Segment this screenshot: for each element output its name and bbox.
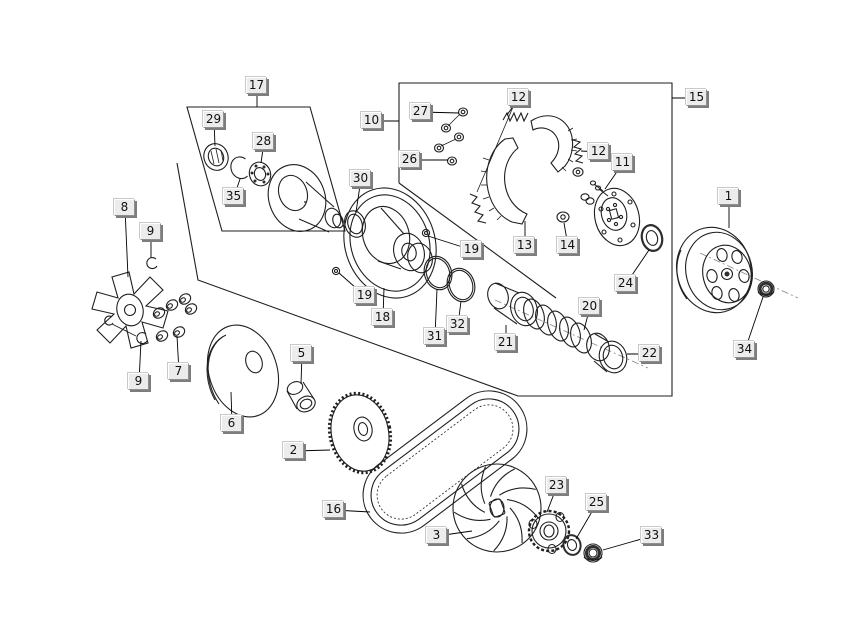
fan-blade xyxy=(466,520,500,540)
group-10-divider xyxy=(398,182,557,299)
callout-6[interactable]: 6 xyxy=(221,415,242,432)
group-15-outline xyxy=(176,82,673,397)
callout-1[interactable]: 1 xyxy=(718,188,739,205)
callout-16[interactable]: 16 xyxy=(323,501,344,518)
fan-blade xyxy=(453,511,491,522)
callout-9[interactable]: 9 xyxy=(128,373,149,390)
clutch-spring-group-drawing xyxy=(487,282,628,374)
callout-23[interactable]: 23 xyxy=(546,477,567,494)
spacer-bushing-5-drawing xyxy=(286,381,316,413)
callout-26[interactable]: 26 xyxy=(399,151,420,168)
callout-20[interactable]: 20 xyxy=(579,298,600,315)
callout-28[interactable]: 28 xyxy=(253,133,274,150)
bearing-24-drawing xyxy=(640,224,664,252)
callout-14[interactable]: 14 xyxy=(557,237,578,254)
callout-3[interactable]: 3 xyxy=(426,527,447,544)
needle-bearing-29-drawing xyxy=(203,143,229,171)
callout-5[interactable]: 5 xyxy=(291,345,312,362)
pulley-half-18-drawing xyxy=(343,187,437,299)
clutch-bell-1-drawing xyxy=(676,226,753,314)
callout-35[interactable]: 35 xyxy=(223,188,244,205)
callout-18[interactable]: 18 xyxy=(372,309,393,326)
small-clip-drawing xyxy=(104,315,137,337)
washer-25-drawing xyxy=(562,534,582,556)
clutch-spring-20-drawing xyxy=(523,298,592,354)
shaft-nut-34-drawing xyxy=(757,280,775,298)
callout-22[interactable]: 22 xyxy=(639,345,660,362)
ramp-plate-8-drawing xyxy=(91,271,169,349)
callout-27[interactable]: 27 xyxy=(410,103,431,120)
shoe-pivot-hardware-14-drawing xyxy=(556,167,595,223)
roller-weights-7-drawing xyxy=(152,293,198,342)
leader-line-8 xyxy=(124,207,129,278)
callout-29[interactable]: 29 xyxy=(203,111,224,128)
callout-13[interactable]: 13 xyxy=(514,237,535,254)
fan-blade xyxy=(509,507,523,544)
driven-pulley-group-drawing xyxy=(331,187,476,303)
pin-19-left-drawing xyxy=(331,266,341,276)
fan-pulley-3-drawing xyxy=(452,463,542,553)
clutch-shoes-13-drawing xyxy=(480,115,578,225)
ball-bearing-28-drawing xyxy=(248,161,272,187)
callout-30[interactable]: 30 xyxy=(350,170,371,187)
variator-left-group-drawing xyxy=(91,257,316,418)
callout-10[interactable]: 10 xyxy=(361,112,382,129)
pulley-hub-17-drawing xyxy=(267,164,344,233)
shoe-spring-12-lower-drawing xyxy=(469,193,487,224)
callout-2[interactable]: 2 xyxy=(283,442,304,459)
callout-25[interactable]: 25 xyxy=(586,494,607,511)
callout-11[interactable]: 11 xyxy=(612,154,633,171)
callout-9[interactable]: 9 xyxy=(140,223,161,240)
starter-gear-2-drawing xyxy=(327,391,393,475)
flange-nut-33-drawing xyxy=(583,543,603,563)
fan-blade xyxy=(499,487,536,496)
shoe-spring-12-right-drawing xyxy=(572,139,584,164)
callout-21[interactable]: 21 xyxy=(495,334,516,351)
callout-32[interactable]: 32 xyxy=(447,316,468,333)
callout-7[interactable]: 7 xyxy=(168,363,189,380)
o-ring-31-drawing xyxy=(423,255,453,291)
callout-15[interactable]: 15 xyxy=(686,89,707,106)
fan-blade xyxy=(493,516,508,552)
callout-17[interactable]: 17 xyxy=(246,77,267,94)
callout-12[interactable]: 12 xyxy=(588,143,609,160)
fan-blade xyxy=(489,468,516,497)
clutch-bell-axis xyxy=(699,252,799,299)
callout-33[interactable]: 33 xyxy=(641,527,662,544)
callout-8[interactable]: 8 xyxy=(114,199,135,216)
callout-31[interactable]: 31 xyxy=(424,328,445,345)
starter-ratchet-23-drawing xyxy=(527,509,571,555)
clutch-shoe-group-drawing xyxy=(433,106,664,252)
variator-shaft-group-drawing xyxy=(203,143,344,233)
group-17-outline xyxy=(186,106,346,232)
clutch-bell-group-drawing xyxy=(676,226,775,314)
o-ring-32-drawing xyxy=(446,267,476,303)
fan-blade xyxy=(480,466,487,504)
group-outlines xyxy=(176,82,673,397)
bushing-21-drawing xyxy=(487,282,538,327)
fasteners-27-26-drawing xyxy=(433,107,469,166)
drive-belt-16-drawing xyxy=(362,390,528,534)
callout-19[interactable]: 19 xyxy=(461,241,482,258)
drive-group-drawing xyxy=(327,390,603,563)
callout-34[interactable]: 34 xyxy=(734,341,755,358)
pulley-half-6-drawing xyxy=(206,324,279,418)
fan-blade xyxy=(460,483,486,513)
clutch-carrier-11-drawing xyxy=(589,180,641,247)
slide-piece-9-top-drawing xyxy=(146,257,158,270)
circlip-35-drawing xyxy=(230,156,248,180)
slide-piece-9-bottom-drawing xyxy=(136,332,148,345)
callout-24[interactable]: 24 xyxy=(615,275,636,292)
callout-12[interactable]: 12 xyxy=(508,89,529,106)
callout-19[interactable]: 19 xyxy=(354,287,375,304)
spring-cup-22-drawing xyxy=(586,332,628,374)
